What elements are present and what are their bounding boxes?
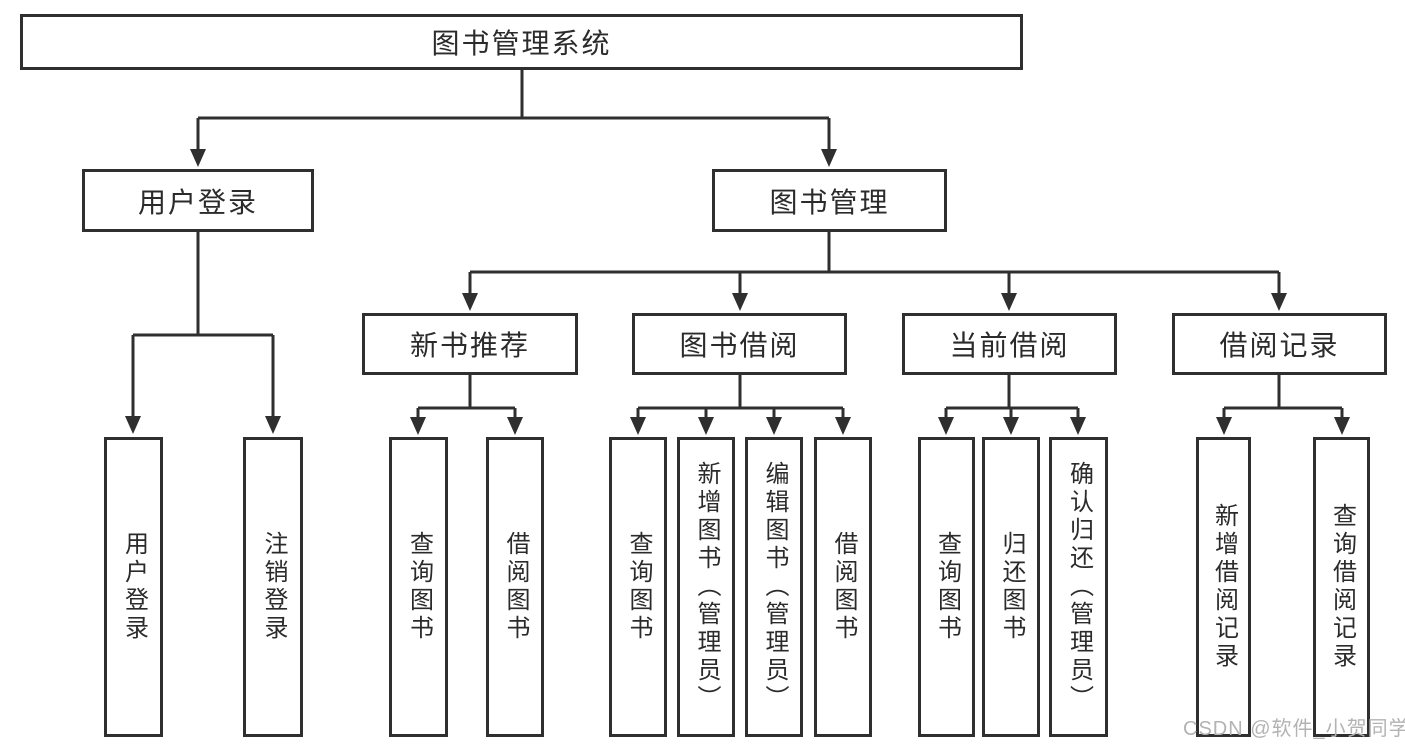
node-user-login: 用户登录 [82,169,314,232]
leaf-borrow-books: 借阅图书 [814,437,872,737]
leaf-add-books-admin: 新增图书（管理员） [677,437,735,737]
leaf-query-books: 查询图书 [609,437,667,737]
leaf-query-borrow-record: 查询借阅记录 [1313,437,1370,737]
leaf-query-books: 查询图书 [918,437,975,737]
node-current-borrowing: 当前借阅 [902,313,1117,375]
node-library-management-system: 图书管理系统 [20,14,1023,70]
leaf-logout: 注销登录 [243,437,303,737]
node-borrowing-records: 借阅记录 [1172,313,1387,375]
leaf-return-books: 归还图书 [982,437,1040,737]
node-book-management: 图书管理 [712,169,947,232]
leaf-borrow-books: 借阅图书 [486,437,544,737]
leaf-user-login: 用户登录 [104,437,163,737]
leaf-confirm-return-admin: 确认归还（管理员） [1049,437,1108,737]
tree-edges [131,70,1344,420]
leaf-edit-books-admin: 编辑图书（管理员） [745,437,803,737]
leaf-add-borrow-record: 新增借阅记录 [1196,437,1251,737]
csdn-watermark: CSDN @软件_小贺同学 [1183,718,1405,740]
leaf-query-books: 查询图书 [389,437,448,737]
node-book-borrowing: 图书借阅 [632,313,847,375]
node-new-book-recommendation: 新书推荐 [362,313,578,375]
